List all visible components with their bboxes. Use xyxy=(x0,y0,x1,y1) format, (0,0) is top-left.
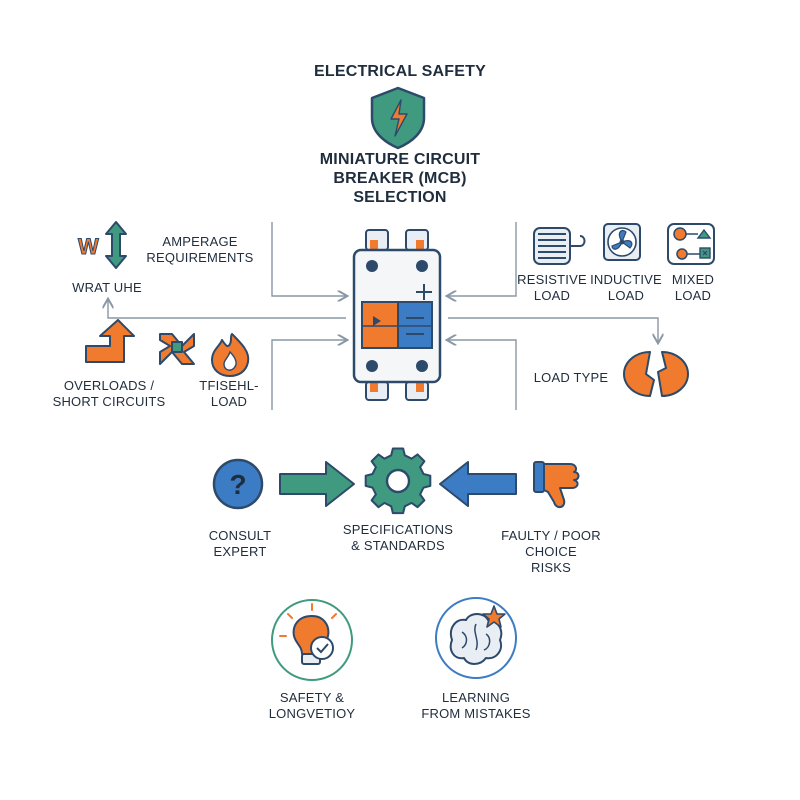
title-line-2: BREAKER (MCB) xyxy=(333,170,467,187)
tfiseh-line-2: LOAD xyxy=(210,394,248,409)
safety-line-1: SAFETY & xyxy=(279,690,345,705)
resistive-label: RESISTIVE LOAD xyxy=(512,272,592,304)
overload-arrow-icon xyxy=(85,319,135,363)
inductive-line-1: INDUCTIVE xyxy=(590,272,662,287)
inductive-fan-icon xyxy=(603,223,641,261)
learning-label: LEARNING FROM MISTAKES xyxy=(406,690,546,722)
consult-label: CONSULT EXPERT xyxy=(190,528,290,560)
amperage-line-1: AMPERAGE xyxy=(162,234,238,249)
load-type-line-1: LOAD TYPE xyxy=(533,370,609,385)
faulty-label: FAULTY / POOR CHOICE RISKS xyxy=(486,528,616,576)
mixed-line-2: LOAD xyxy=(674,288,712,303)
tfiseh-line-1: TFISEHL- xyxy=(199,378,259,393)
inductive-line-2: LOAD xyxy=(607,288,645,303)
title-line-3: SELECTION xyxy=(353,189,447,206)
overloads-label: OVERLOADS / SHORT CIRCUITS xyxy=(44,378,174,410)
safety-line-2: LONGVETIOY xyxy=(268,706,356,721)
flame-icon xyxy=(211,333,250,377)
shield-lightning-icon xyxy=(370,86,426,150)
inductive-label: INDUCTIVE LOAD xyxy=(586,272,666,304)
faulty-line-1: FAULTY / POOR xyxy=(501,528,601,543)
learning-line-2: FROM MISTAKES xyxy=(421,706,531,721)
wrat-line-1: WRAT UHE xyxy=(72,280,142,295)
faulty-line-3: RISKS xyxy=(530,560,571,575)
svg-text:W: W xyxy=(78,234,99,259)
learning-brain-icon xyxy=(435,597,517,679)
specs-line-2: & STANDARDS xyxy=(351,538,445,553)
learning-line-1: LEARNING xyxy=(441,690,511,705)
load-type-broken-icon xyxy=(623,351,689,397)
resistive-coil-icon xyxy=(533,227,586,265)
green-arrow-icon xyxy=(279,461,355,507)
thumbs-down-icon xyxy=(533,461,580,508)
question-mark-icon: ? xyxy=(212,458,264,510)
wattage-arrow-icon: W xyxy=(78,221,127,269)
consult-line-2: EXPERT xyxy=(213,544,267,559)
load-type-label: LOAD TYPE xyxy=(526,370,616,386)
specs-label: SPECIFICATIONS & STANDARDS xyxy=(326,522,470,554)
svg-text:?: ? xyxy=(229,469,246,500)
overloads-line-1: OVERLOADS / xyxy=(63,378,155,393)
amperage-line-2: REQUIREMENTS xyxy=(146,250,254,265)
faulty-line-2: CHOICE xyxy=(525,544,577,559)
main-title: MINIATURE CIRCUIT BREAKER (MCB) SELECTIO… xyxy=(250,150,550,207)
connector-lines xyxy=(108,222,658,410)
tfiseh-label: TFISEHL- LOAD xyxy=(184,378,274,410)
resistive-line-2: LOAD xyxy=(533,288,571,303)
kicker-title: ELECTRICAL SAFETY xyxy=(250,64,550,80)
mcb-breaker-icon xyxy=(352,229,442,401)
short-circuit-icon xyxy=(159,333,195,365)
mixed-load-icon xyxy=(667,223,715,265)
overloads-line-2: SHORT CIRCUITS xyxy=(52,394,166,409)
resistive-line-1: RESISTIVE xyxy=(517,272,587,287)
consult-line-1: CONSULT xyxy=(208,528,272,543)
title-line-1: MINIATURE CIRCUIT xyxy=(319,151,481,168)
mixed-line-1: MIXED xyxy=(671,272,715,287)
kicker-text: ELECTRICAL SAFETY xyxy=(313,63,486,80)
blue-arrow-icon xyxy=(439,461,517,507)
safety-lightbulb-icon xyxy=(271,599,353,681)
wrat-label: WRAT UHE xyxy=(52,280,162,296)
gear-icon xyxy=(364,447,432,515)
amperage-label: AMPERAGE REQUIREMENTS xyxy=(130,234,270,266)
mixed-label: MIXED LOAD xyxy=(658,272,728,304)
specs-line-1: SPECIFICATIONS xyxy=(342,522,454,537)
safety-label: SAFETY & LONGVETIOY xyxy=(252,690,372,722)
